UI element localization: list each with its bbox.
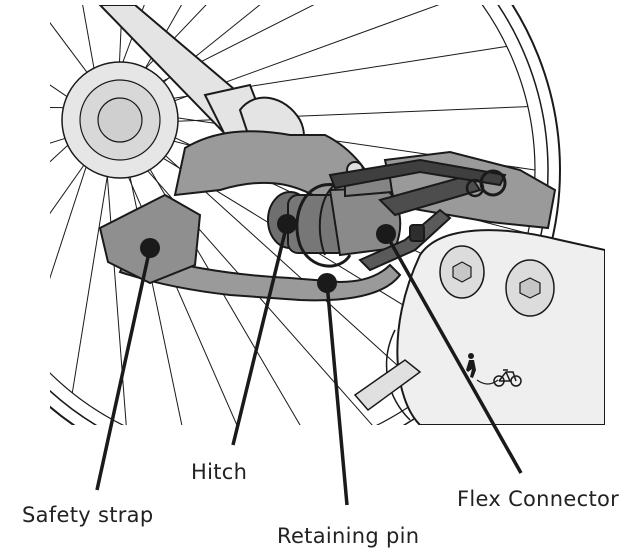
hitch-marker — [277, 214, 297, 234]
hitch-leader — [233, 224, 287, 445]
safety-strap-marker — [140, 238, 160, 258]
flex-connector-label: Flex Connector — [457, 489, 619, 510]
spoke — [72, 141, 113, 393]
safety-strap-label: Safety strap — [22, 505, 153, 526]
spoke — [104, 135, 126, 426]
safety-strap-leader — [97, 248, 150, 490]
hitch-label: Hitch — [191, 462, 247, 483]
hub-cassette — [62, 62, 178, 178]
retaining-pin-label: Retaining pin — [277, 526, 419, 547]
flex-connector-marker — [376, 224, 396, 244]
retaining-pin-marker — [317, 273, 337, 293]
retaining-pin-leader — [327, 283, 347, 505]
